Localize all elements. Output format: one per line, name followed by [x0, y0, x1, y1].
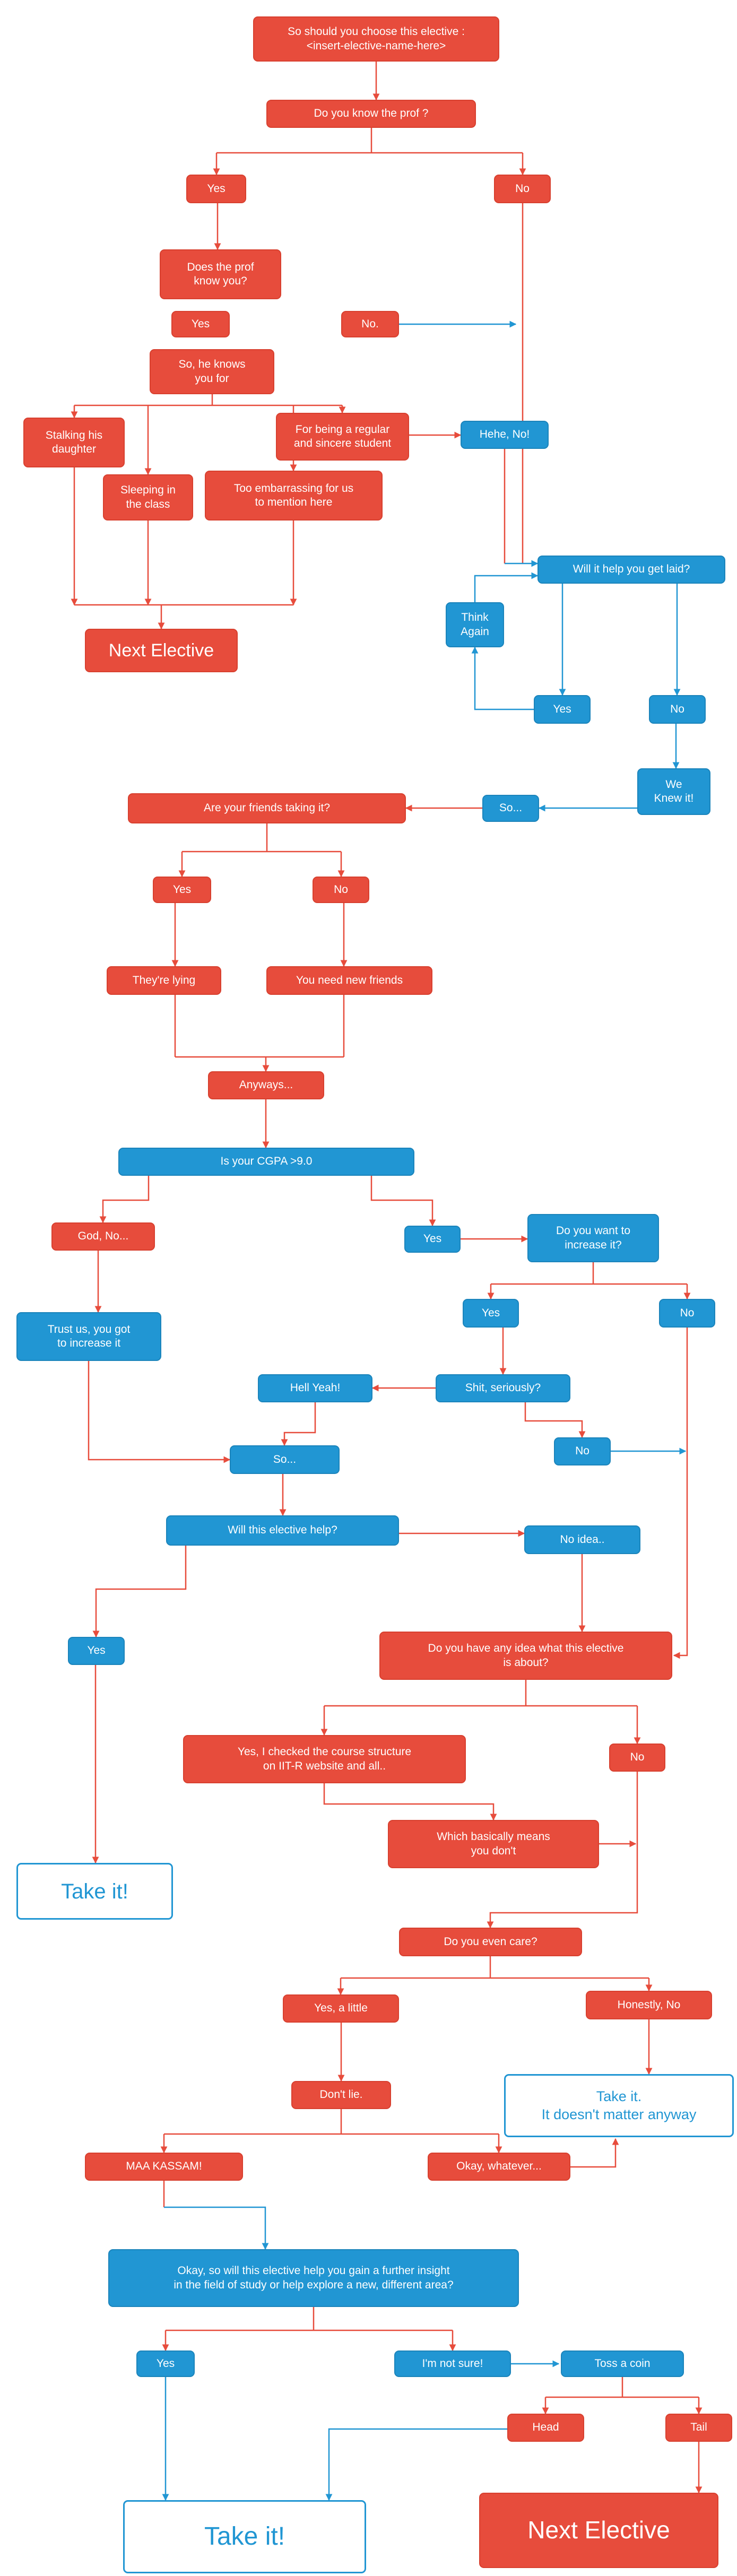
flow-node-theyre-lying: They're lying — [107, 966, 221, 995]
flow-node-yes-laid: Yes — [534, 695, 591, 724]
flow-node-take-it-3: Take it! — [123, 2500, 366, 2573]
flow-node-no-3: No — [313, 877, 369, 903]
flow-node-no-2: No. — [341, 311, 399, 337]
flow-node-no-8: No — [609, 1744, 665, 1772]
flow-node-sleeping: Sleeping in the class — [103, 474, 193, 521]
flow-node-next-elective-2: Next Elective — [479, 2493, 718, 2568]
flow-node-cgpa: Is your CGPA >9.0 — [118, 1148, 414, 1176]
flow-node-we-knew-it: We Knew it! — [637, 768, 710, 815]
flow-node-yes-4: Yes — [404, 1226, 461, 1253]
flow-node-no-1: No — [494, 175, 551, 203]
flow-node-god-no: God, No... — [51, 1222, 155, 1251]
flow-node-yes-9: Yes — [136, 2351, 195, 2377]
flow-node-yes-1: Yes — [186, 175, 246, 203]
flow-node-stalking: Stalking his daughter — [23, 418, 125, 467]
flow-node-yes-2: Yes — [171, 311, 230, 337]
flow-node-know-prof: Do you know the prof ? — [266, 100, 476, 128]
flow-node-friends-taking: Are your friends taking it? — [128, 793, 406, 823]
flow-node-anyways: Anyways... — [208, 1071, 324, 1099]
flow-node-prof-know-you: Does the prof know you? — [160, 249, 281, 299]
flow-node-take-it-2: Take it. It doesn't matter anyway — [504, 2074, 734, 2137]
flow-node-no-6: No — [554, 1437, 611, 1465]
flow-node-head: Head — [507, 2414, 584, 2442]
flow-node-yes-little: Yes, a little — [283, 1994, 399, 2023]
flow-node-embarrassing: Too embarrassing for us to mention here — [205, 471, 383, 521]
flow-node-regular-student: For being a regular and sincere student — [276, 413, 409, 461]
flow-node-big-question: Okay, so will this elective help you gai… — [108, 2249, 519, 2307]
flow-node-maa-kassam: MAA KASSAM! — [85, 2153, 243, 2181]
flow-node-basically-means: Which basically means you don't — [388, 1820, 599, 1868]
flow-node-yes-3: Yes — [153, 877, 211, 903]
flow-node-so-1: So... — [482, 795, 539, 822]
flow-node-dont-lie: Don't lie. — [291, 2081, 391, 2109]
flow-node-no-idea: No idea.. — [524, 1525, 640, 1554]
flow-node-take-it-1: Take it! — [16, 1863, 173, 1920]
flow-node-next-elective-1: Next Elective — [85, 629, 238, 672]
flow-node-toss-coin: Toss a coin — [561, 2351, 684, 2377]
flow-node-no-5: No — [659, 1299, 715, 1328]
flow-node-not-sure: I'm not sure! — [394, 2351, 511, 2377]
flow-node-okay-whatever: Okay, whatever... — [428, 2153, 570, 2181]
flow-node-tail: Tail — [665, 2414, 732, 2442]
flow-node-yes-7: Yes — [68, 1637, 125, 1665]
flow-node-hehe-no: Hehe, No! — [461, 421, 549, 449]
flow-node-new-friends: You need new friends — [266, 966, 432, 995]
flow-node-trust-us: Trust us, you got to increase it — [16, 1312, 161, 1361]
flow-node-elective-help: Will this elective help? — [166, 1515, 399, 1546]
flow-node-so-2: So... — [230, 1445, 340, 1474]
flow-node-want-increase: Do you want to increase it? — [527, 1214, 659, 1262]
flow-node-hell-yeah: Hell Yeah! — [258, 1374, 372, 1402]
flow-node-knows-you-for: So, he knows you for — [150, 349, 274, 394]
flow-node-no-laid: No — [649, 695, 706, 724]
flow-node-think-again: Think Again — [446, 602, 504, 647]
flow-node-shit-seriously: Shit, seriously? — [436, 1374, 570, 1402]
flow-node-even-care: Do you even care? — [399, 1928, 582, 1956]
flow-node-yes-5: Yes — [463, 1299, 519, 1328]
flow-node-start: So should you choose this elective : <in… — [253, 16, 499, 62]
flow-node-checked-structure: Yes, I checked the course structure on I… — [183, 1735, 466, 1783]
flow-node-honestly-no: Honestly, No — [586, 1991, 712, 2019]
flow-node-get-laid: Will it help you get laid? — [537, 556, 725, 584]
flow-node-any-idea: Do you have any idea what this elective … — [379, 1632, 672, 1680]
